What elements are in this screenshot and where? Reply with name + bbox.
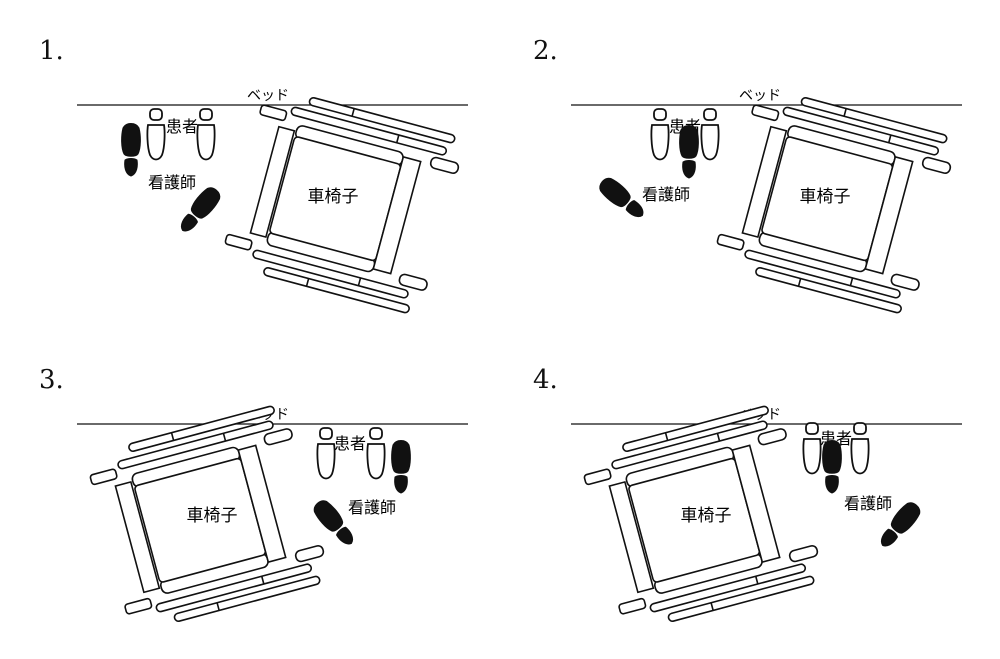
step-panel-3: 3. ベッド 車椅子 患者 看護師 [0,329,500,658]
step-panel-2: 2. ベッド 車椅子 患者 看護師 [494,0,994,329]
step-diagram: ベッド 車椅子 患者 看護師 [571,401,962,635]
nurse-left-footprint [121,123,141,177]
step-panel-1: 1. ベッド 車椅子 患者 看護師 [0,0,500,329]
bed-label: ベッド [247,88,289,104]
patient-right-footprint [366,427,386,480]
bed-label: ベッド [739,88,781,104]
wheelchair-label: 車椅子 [681,506,732,526]
patient-left-footprint [650,108,670,161]
wheelchair-label: 車椅子 [308,187,359,207]
step-diagram: ベッド 車椅子 患者 看護師 [77,84,468,318]
step-number: 1. [39,36,64,66]
nurse-left-footprint [679,125,699,179]
patient-left-footprint [316,427,336,480]
nurse-right-footprint [595,173,649,224]
step-number: 4. [533,365,558,395]
nurse-label: 看護師 [148,173,196,192]
patient-label: 患者 [166,117,198,136]
nurse-left-footprint [391,440,411,494]
nurse-label: 看護師 [844,494,892,513]
wheelchair-label: 車椅子 [187,506,238,526]
patient-right-footprint [196,108,216,161]
nurse-label: 看護師 [348,498,396,517]
wheelchair-label: 車椅子 [800,187,851,207]
step-panel-4: 4. ベッド 車椅子 患者 看護師 [494,329,994,658]
step-number: 2. [533,36,558,66]
nurse-left-footprint [822,440,842,494]
step-diagram: ベッド 車椅子 患者 看護師 [77,401,468,635]
step-number: 3. [39,365,64,395]
patient-right-footprint [850,422,870,475]
patient-left-footprint [802,422,822,475]
patient-right-footprint [700,108,720,161]
nurse-label: 看護師 [642,185,690,204]
patient-label: 患者 [334,434,366,453]
step-diagram: ベッド 車椅子 患者 看護師 [571,84,962,318]
patient-left-footprint [146,108,166,161]
